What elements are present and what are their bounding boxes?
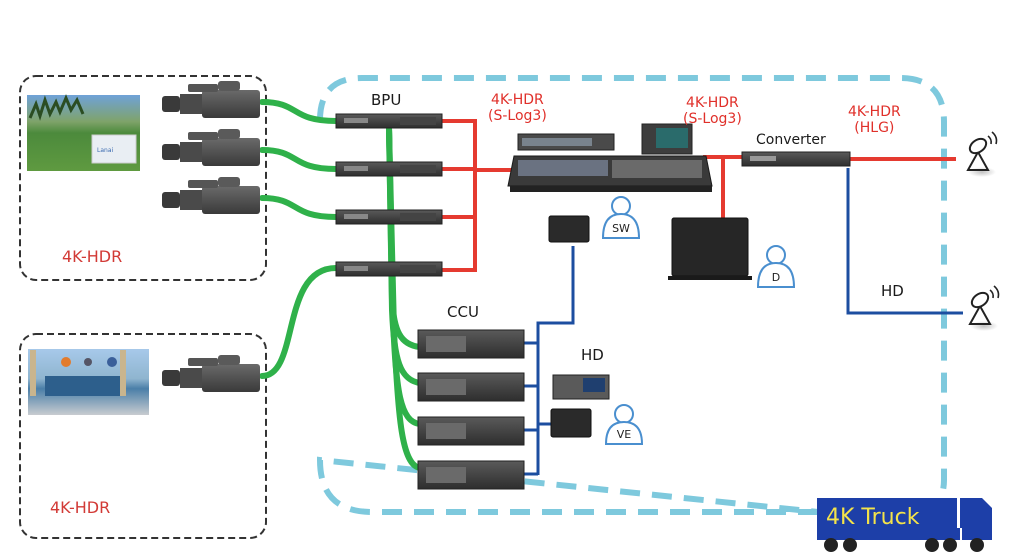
switcher-output-format-line2: (S-Log3) [683, 111, 742, 128]
ccu-unit-icon [417, 329, 525, 359]
signal-hd-lines [524, 168, 963, 476]
ccu-unit-icon [417, 372, 525, 402]
camera-icon [162, 177, 260, 214]
camera-icon [162, 355, 260, 392]
switcher-preview-monitor-icon [548, 215, 590, 243]
converter-output-format-line2: (HLG) [854, 120, 895, 137]
venue-photo-golf: Lanai [27, 94, 140, 171]
bpu-output-format-line2: (S-Log3) [488, 108, 547, 125]
bpu-output-format-line1: 4K-HDR [491, 92, 544, 108]
bpu-label: BPU [371, 91, 402, 109]
camera-icon [162, 81, 260, 118]
bpu-output-format-label: 4K-HDR (S-Log3) [488, 92, 547, 124]
venue-zone-1-label: 4K-HDR [62, 247, 123, 266]
svg-text:Lanai: Lanai [97, 147, 113, 154]
camera-icon [162, 129, 260, 166]
switcher-output-format-label: 4K-HDR (S-Log3) [683, 95, 742, 127]
venue-zone-2 [19, 333, 267, 539]
converter-output-format-label: 4K-HDR (HLG) [848, 104, 901, 136]
bpu-unit-icon [335, 209, 443, 225]
camera-icons [162, 81, 260, 392]
ccu-unit-icon [417, 460, 525, 490]
switcher-output-format-line1: 4K-HDR [686, 95, 739, 111]
venue-photo-studio [28, 349, 149, 415]
bpu-unit-icon [335, 261, 443, 277]
operator-sw-icon [601, 196, 641, 239]
converter-output-format-line1: 4K-HDR [848, 104, 901, 120]
ve-monitor-icon [550, 408, 592, 438]
converter-label: Converter [756, 132, 826, 148]
operator-sw-label: SW [612, 222, 630, 235]
hd-output-label: HD [881, 282, 904, 300]
switcher-console-icon [507, 123, 713, 192]
director-monitor-icon [668, 217, 752, 280]
hd-ccu-label: HD [581, 346, 604, 364]
operator-ve-icon [604, 404, 644, 445]
truck-label: 4K Truck [826, 505, 920, 530]
venue-zone-1 [19, 75, 267, 281]
bpu-unit-icon [335, 161, 443, 177]
signal-4k-lines [442, 119, 956, 272]
ccu-label: CCU [447, 303, 479, 321]
satellite-dish-hd-icon [968, 285, 1000, 331]
satellite-dish-4k-icon [966, 131, 998, 177]
hd-ccu-panel-icon [552, 374, 610, 400]
truck-icon [817, 498, 992, 552]
venue-zone-2-label: 4K-HDR [50, 498, 111, 517]
bpu-unit-icon [335, 113, 443, 129]
ccu-units [417, 329, 525, 490]
truck-boundary [316, 75, 947, 515]
converter-icon [741, 151, 851, 167]
ccu-unit-icon [417, 416, 525, 446]
operator-d-label: D [772, 271, 780, 284]
fiber-cables [259, 99, 423, 471]
bpu-units [335, 113, 443, 277]
operator-ve-label: VE [617, 428, 632, 441]
operator-d-icon [756, 245, 796, 288]
